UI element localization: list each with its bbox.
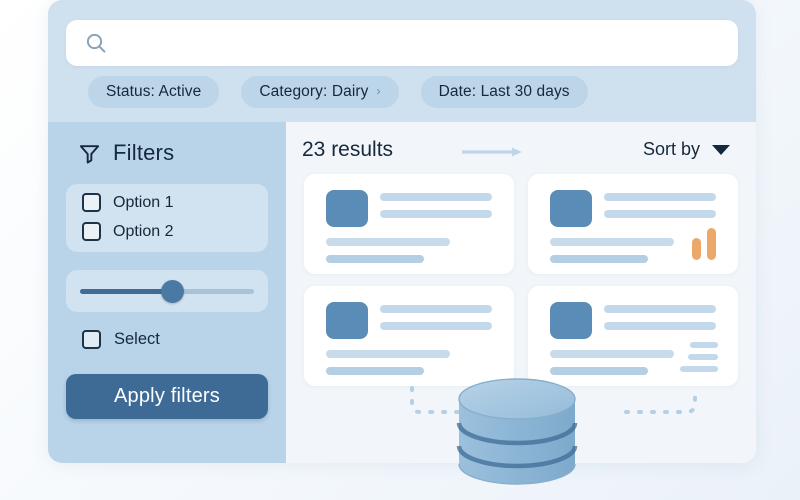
card-subtitle-line	[380, 210, 492, 218]
checkbox-option-2-label: Option 2	[113, 222, 174, 240]
card-body-line-1	[550, 238, 674, 246]
card-thumbnail	[550, 302, 592, 339]
page-title: Filters	[113, 140, 175, 165]
options-group: Option 1 Option 2	[66, 184, 268, 252]
meta-line-3	[680, 366, 718, 372]
card-body-line-1	[326, 350, 450, 358]
filter-chip-date[interactable]: Date: Last 30 days	[420, 76, 588, 108]
meta-line-1	[690, 342, 718, 348]
card-body-line-1	[550, 350, 674, 358]
sort-by-label: Sort by	[642, 139, 700, 159]
filter-chip-category-label: Category: Dairy	[259, 83, 369, 100]
app-panel: Status: Active Category: Dairy › Date: L…	[48, 0, 756, 463]
range-slider[interactable]	[66, 270, 268, 312]
card-thumbnail	[326, 302, 368, 339]
chevron-down-icon[interactable]	[712, 144, 730, 155]
card-body-line-2	[326, 255, 424, 263]
card-meta-lines	[680, 342, 718, 372]
checkbox-select[interactable]	[82, 330, 101, 349]
funnel-icon	[79, 144, 100, 163]
result-card[interactable]	[528, 286, 738, 386]
filter-chip-list: Status: Active Category: Dairy › Date: L…	[88, 76, 588, 108]
card-body-line-2	[326, 367, 424, 375]
card-subtitle-line	[380, 322, 492, 330]
result-card[interactable]	[304, 286, 514, 386]
arrow-right-icon	[462, 147, 522, 157]
checkbox-option-1[interactable]	[82, 193, 101, 212]
card-thumbnail	[550, 190, 592, 227]
results-area: 23 results Sort by	[286, 122, 756, 463]
meta-line-2	[688, 354, 718, 360]
results-grid	[304, 174, 738, 386]
filter-chip-category[interactable]: Category: Dairy ›	[241, 76, 399, 108]
chevron-right-icon: ›	[376, 84, 381, 98]
checkbox-option-1-label: Option 1	[113, 193, 174, 211]
card-title-line	[380, 193, 492, 201]
results-header: 23 results Sort by	[286, 122, 756, 178]
header-band: Status: Active Category: Dairy › Date: L…	[48, 0, 756, 122]
slider-fill	[80, 289, 173, 294]
database-cylinder-icon	[456, 378, 578, 485]
results-count: 23 results	[302, 138, 394, 161]
sort-by-dropdown[interactable]: Sort by	[643, 139, 730, 160]
card-subtitle-line	[604, 210, 716, 218]
filters-sidebar: Filters Option 1 Option 2	[48, 122, 286, 463]
result-card[interactable]	[528, 174, 738, 274]
apply-filters-button[interactable]: Apply filters	[66, 374, 268, 419]
card-body-line-1	[326, 238, 450, 246]
checkbox-option-2[interactable]	[82, 222, 101, 241]
filters-header: Filters	[78, 140, 174, 166]
card-title-line	[380, 305, 492, 313]
bar-2	[707, 228, 716, 260]
checkbox-select-label: Select	[114, 330, 160, 348]
filter-chip-date-label: Date: Last 30 days	[438, 83, 570, 100]
card-bar-chart-icon	[692, 228, 716, 260]
search-icon	[86, 33, 106, 53]
filter-chip-status-label: Status: Active	[106, 83, 202, 100]
slider-thumb[interactable]	[160, 280, 184, 303]
result-card[interactable]	[304, 174, 514, 274]
card-subtitle-line	[604, 322, 716, 330]
bar-1	[692, 238, 701, 260]
search-input[interactable]	[66, 20, 738, 66]
card-body-line-2	[550, 255, 648, 263]
filter-chip-status[interactable]: Status: Active	[88, 76, 220, 108]
card-title-line	[604, 193, 716, 201]
card-body-line-2	[550, 367, 648, 375]
checkbox-row-select[interactable]: Select	[82, 330, 160, 349]
checkbox-row-option-1[interactable]: Option 1	[82, 193, 173, 212]
card-title-line	[604, 305, 716, 313]
card-thumbnail	[326, 190, 368, 227]
checkbox-row-option-2[interactable]: Option 2	[82, 222, 173, 241]
